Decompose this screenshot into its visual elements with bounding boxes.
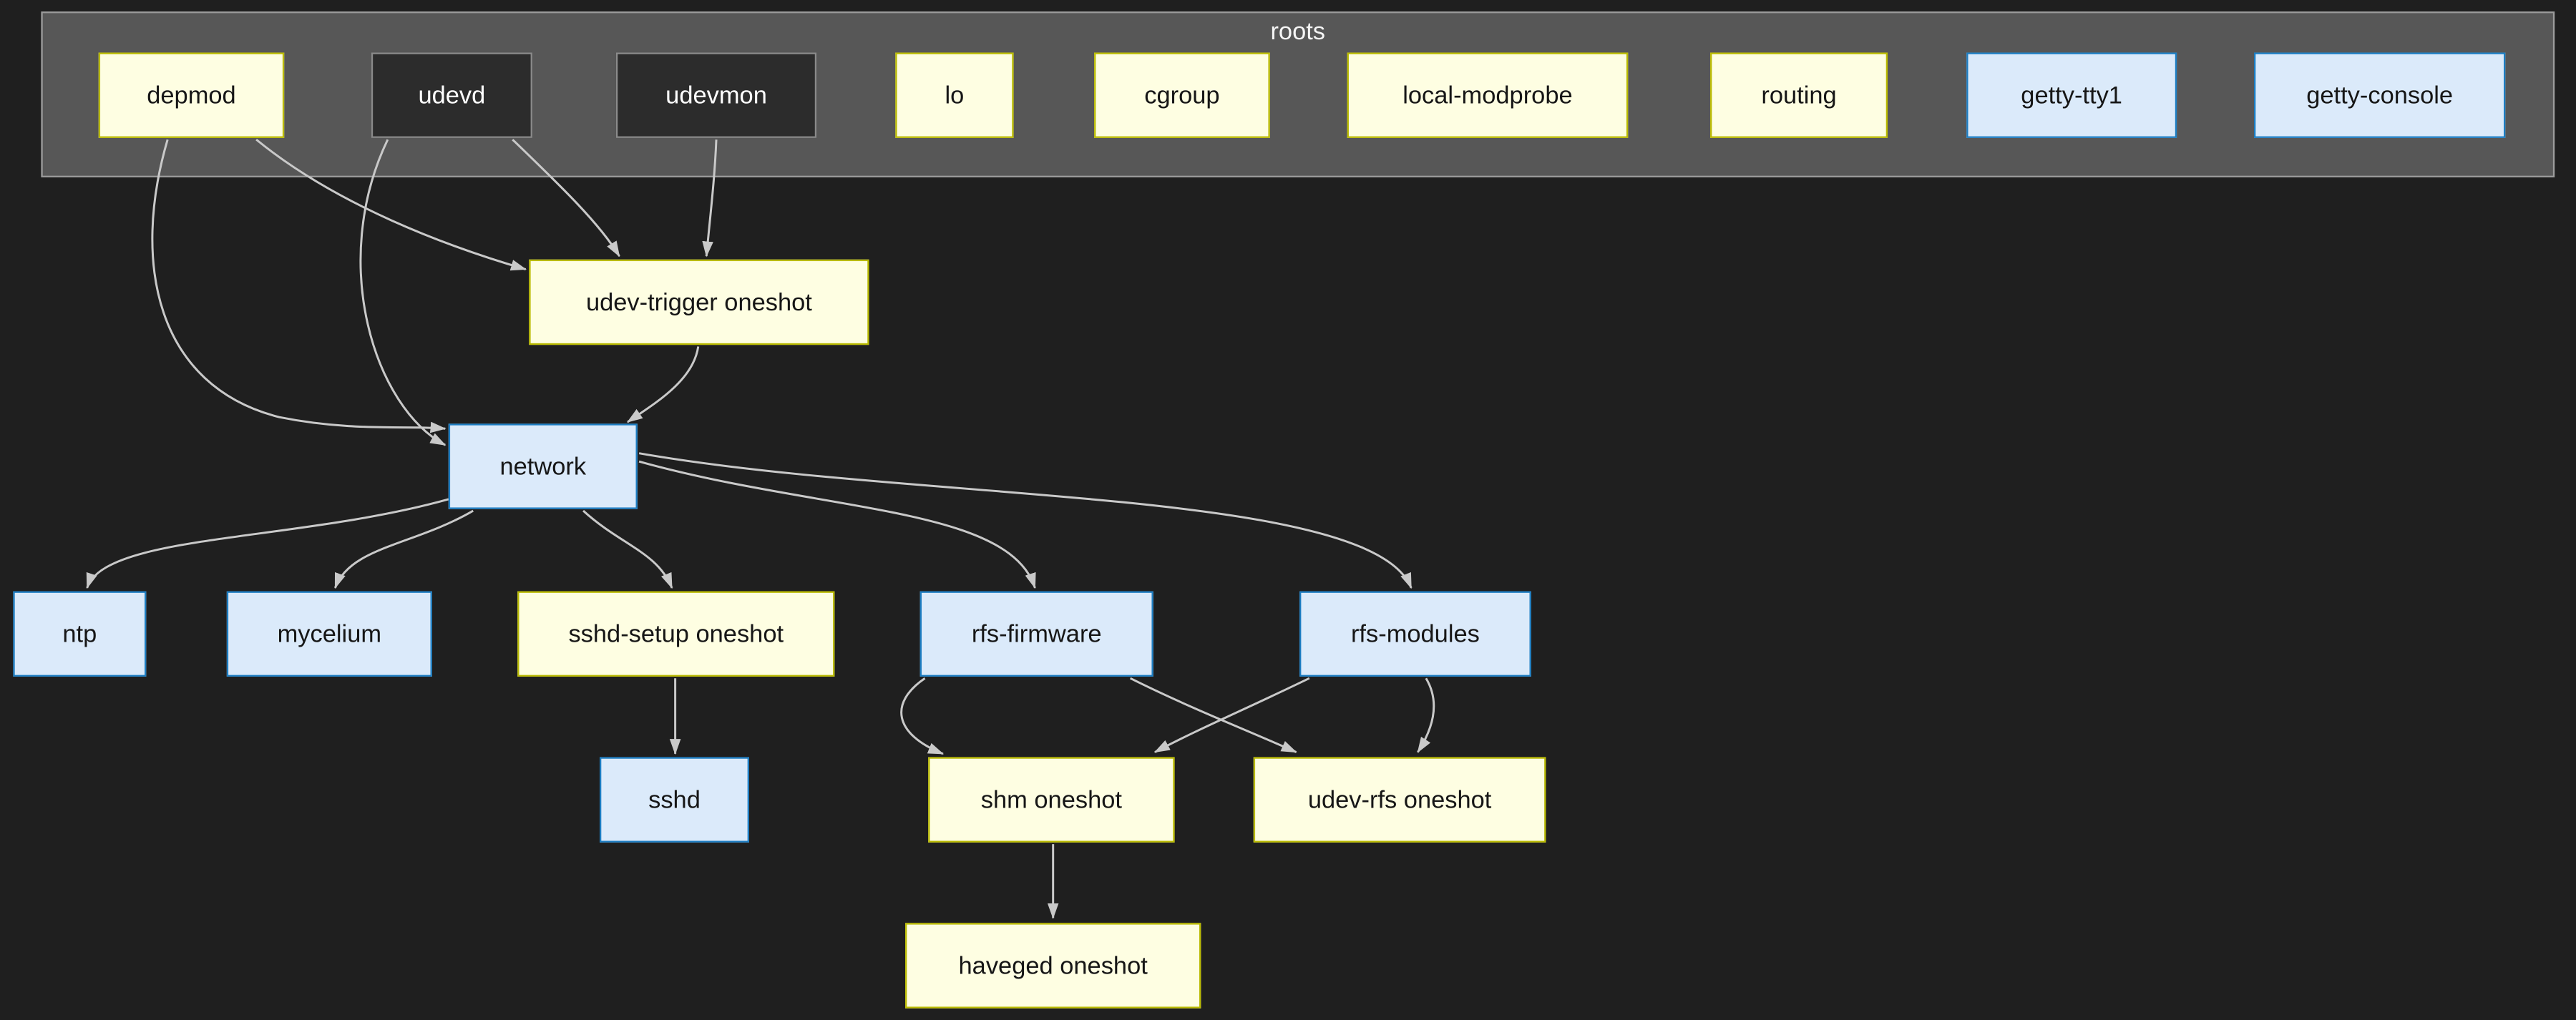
edge-depmod-udev-trigger (255, 138, 527, 271)
node-udev-trigger: udev-trigger oneshot (529, 259, 869, 345)
edge-rfs-modules-shm (1153, 677, 1310, 753)
edge-rfs-firmware-udev-rfs (1129, 677, 1297, 753)
node-haveged: haveged oneshot (905, 923, 1201, 1009)
node-sshd: sshd (600, 757, 749, 843)
node-ntp-label: ntp (62, 619, 97, 648)
edge-udevd-udev-trigger (512, 139, 620, 258)
node-depmod-label: depmod (147, 81, 236, 109)
node-local-modprobe-label: local-modprobe (1402, 81, 1573, 109)
node-cgroup: cgroup (1094, 52, 1270, 138)
edge-udevmon-udev-trigger (702, 139, 718, 258)
node-lo: lo (895, 52, 1014, 138)
node-network: network (448, 423, 638, 509)
node-cgroup-label: cgroup (1144, 81, 1220, 109)
edge-network-rfs-modules (638, 452, 1413, 589)
node-udevmon-label: udevmon (665, 81, 767, 109)
node-haveged-label: haveged oneshot (958, 951, 1148, 980)
edge-network-mycelium (333, 509, 474, 589)
node-rfs-modules-label: rfs-modules (1350, 619, 1480, 648)
node-getty-console-label: getty-console (2306, 81, 2454, 109)
node-sshd-label: sshd (648, 785, 701, 814)
node-getty-console: getty-console (2254, 52, 2506, 138)
node-shm-label: shm oneshot (980, 785, 1122, 814)
node-rfs-firmware-label: rfs-firmware (971, 619, 1102, 648)
node-sshd-setup-label: sshd-setup oneshot (568, 619, 784, 648)
edge-network-ntp (86, 498, 449, 589)
node-network-label: network (499, 452, 587, 481)
node-mycelium: mycelium (226, 591, 432, 677)
node-getty-tty1: getty-tty1 (1966, 52, 2177, 138)
edge-udev-trigger-network (626, 346, 700, 423)
node-lo-label: lo (945, 81, 965, 109)
node-udevd: udevd (371, 52, 532, 138)
edge-rfs-modules-udev-rfs (1417, 677, 1435, 753)
node-mycelium-label: mycelium (277, 619, 382, 648)
node-depmod: depmod (98, 52, 285, 138)
node-sshd-setup: sshd-setup oneshot (517, 591, 835, 677)
node-local-modprobe: local-modprobe (1347, 52, 1629, 138)
edge-network-rfs-firmware (638, 460, 1036, 589)
node-routing-label: routing (1761, 81, 1837, 109)
edge-udevd-network (359, 139, 447, 446)
node-shm: shm oneshot (928, 757, 1175, 843)
node-udevd-label: udevd (418, 81, 486, 109)
node-udev-rfs-label: udev-rfs oneshot (1307, 785, 1492, 814)
node-rfs-modules: rfs-modules (1299, 591, 1531, 677)
node-udev-trigger-label: udev-trigger oneshot (585, 288, 812, 316)
edge-depmod-network (151, 139, 447, 433)
node-rfs-firmware: rfs-firmware (919, 591, 1153, 677)
edge-rfs-firmware-shm (900, 677, 945, 755)
node-udevmon: udevmon (615, 52, 817, 138)
node-routing: routing (1710, 52, 1888, 138)
node-getty-tty1-label: getty-tty1 (2021, 81, 2122, 109)
node-udev-rfs: udev-rfs oneshot (1253, 757, 1546, 843)
cluster-roots-label: roots (1270, 18, 1326, 46)
edge-network-sshd-setup (582, 509, 673, 589)
node-ntp: ntp (13, 591, 147, 677)
